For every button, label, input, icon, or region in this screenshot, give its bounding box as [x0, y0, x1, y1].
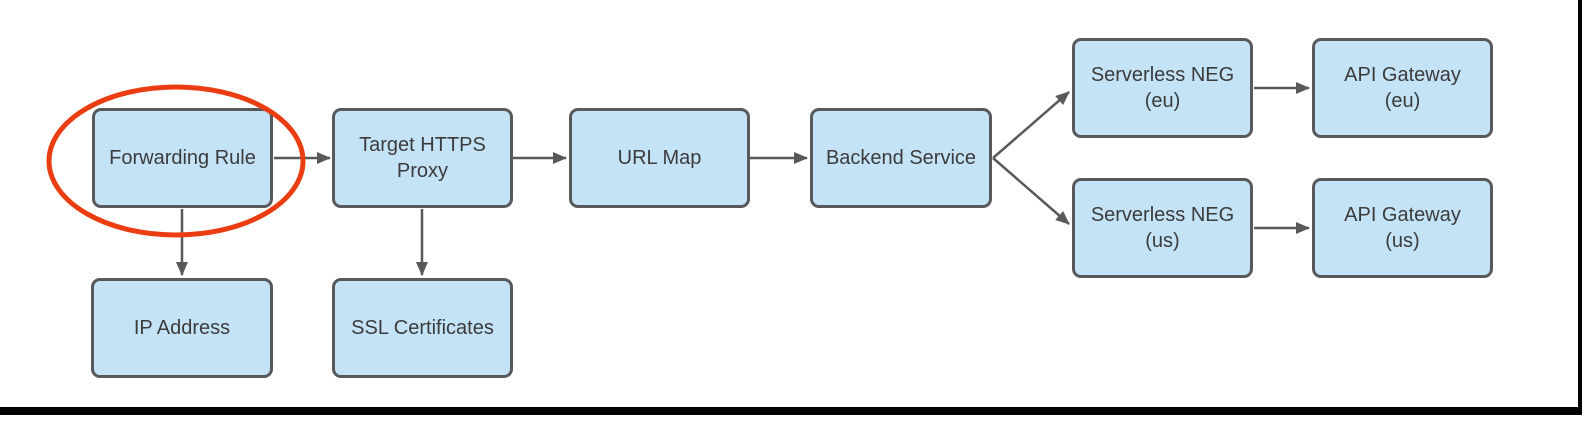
node-api-gateway-eu: API Gateway (eu) — [1312, 38, 1493, 138]
node-forwarding-rule: Forwarding Rule — [92, 108, 273, 208]
node-api-gateway-us: API Gateway (us) — [1312, 178, 1493, 278]
node-label: URL Map — [617, 147, 702, 169]
edge-backend-service-to-serverless-neg-us — [992, 157, 1070, 225]
node-url-map: URL Map — [569, 108, 750, 208]
node-label: Backend Service — [825, 147, 977, 169]
node-ssl-certificates: SSL Certificates — [332, 278, 513, 378]
node-serverless-neg-us: Serverless NEG (us) — [1072, 178, 1253, 278]
node-label: IP Address — [133, 317, 231, 339]
node-label: Forwarding Rule — [109, 147, 256, 169]
node-label: Target HTTPS Proxy — [359, 134, 486, 182]
node-serverless-neg-eu: Serverless NEG (eu) — [1072, 38, 1253, 138]
node-label: API Gateway (eu) — [1344, 64, 1461, 112]
edge-backend-service-to-serverless-neg-eu — [992, 91, 1070, 159]
node-label: SSL Certificates — [351, 317, 494, 339]
node-target-https-proxy: Target HTTPS Proxy — [332, 108, 513, 208]
node-ip-address: IP Address — [91, 278, 273, 378]
node-label: API Gateway (us) — [1344, 204, 1461, 252]
node-label: Serverless NEG (us) — [1090, 204, 1235, 252]
node-label: Serverless NEG (eu) — [1090, 64, 1235, 112]
frame-edge-right — [1578, 0, 1582, 415]
node-backend-service: Backend Service — [810, 108, 992, 208]
frame-edge-bottom — [0, 407, 1582, 415]
